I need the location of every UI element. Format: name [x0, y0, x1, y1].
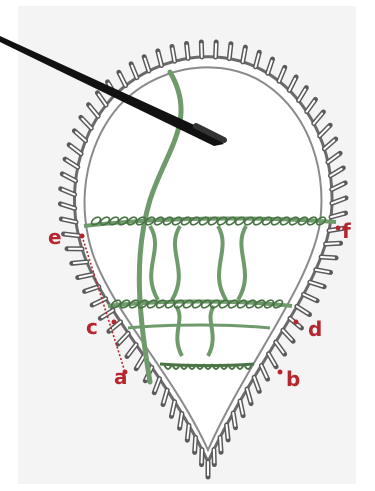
- point-marker: [336, 226, 341, 231]
- edge-loop-highlight: [188, 425, 189, 438]
- edge-loop-highlight: [216, 44, 217, 57]
- edge-loop-highlight: [321, 257, 334, 258]
- point-marker: [112, 320, 117, 325]
- edge-loop-highlight: [326, 243, 339, 244]
- edge-loop-highlight: [195, 437, 196, 450]
- label-d: d: [308, 317, 322, 341]
- edge-loop-highlight: [229, 46, 230, 59]
- edge-loop-highlight: [74, 262, 87, 263]
- label-e: e: [48, 225, 62, 249]
- edge-loop-highlight: [220, 437, 221, 450]
- point-marker: [294, 320, 299, 325]
- label-b: b: [286, 367, 300, 391]
- label-c: c: [86, 315, 98, 339]
- edge-loop-highlight: [187, 45, 188, 58]
- thread-bar-bottom: [160, 364, 254, 366]
- point-marker: [80, 234, 85, 239]
- label-a: a: [114, 365, 128, 389]
- label-f: f: [342, 219, 351, 243]
- edge-loop-highlight: [66, 234, 79, 235]
- edge-loop-highlight: [227, 425, 228, 438]
- point-marker: [278, 370, 283, 375]
